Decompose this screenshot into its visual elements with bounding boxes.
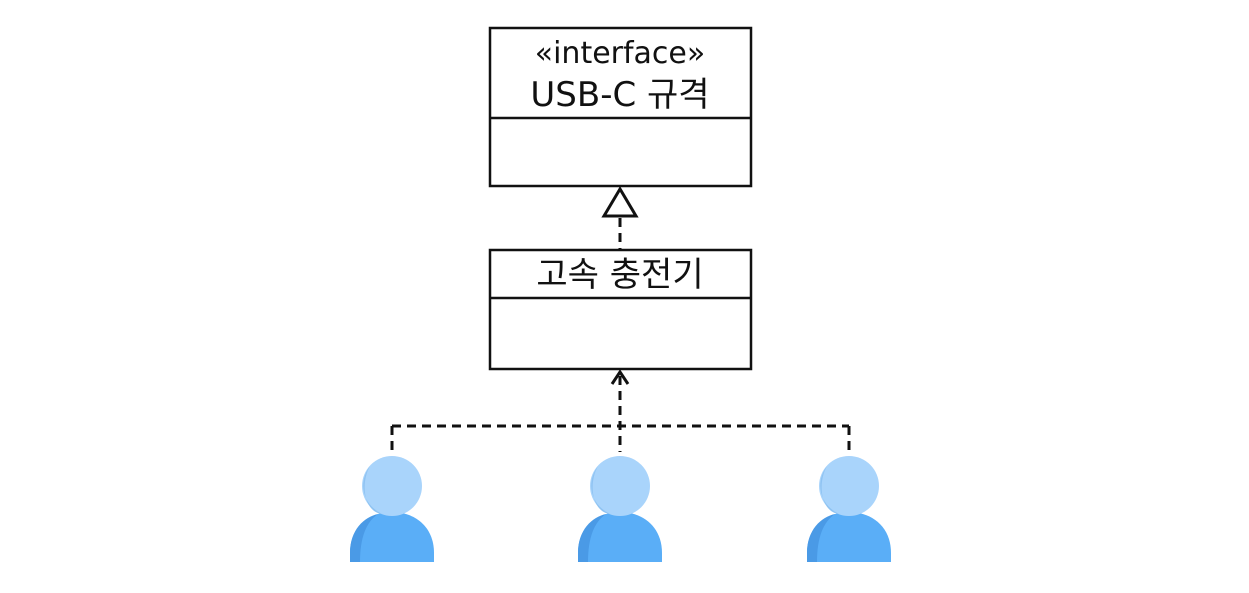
user-head-shade	[363, 466, 382, 514]
arrowhead-open	[610, 369, 630, 385]
user-head-shade	[820, 466, 839, 514]
user-body	[807, 512, 891, 562]
user-head-shade	[591, 466, 610, 514]
user-body-shade	[578, 514, 606, 562]
user-body	[350, 512, 434, 562]
user-icon	[807, 456, 891, 562]
hollow-triangle-arrowhead	[601, 186, 639, 218]
user-icon	[578, 456, 662, 562]
dependency-arrows	[390, 369, 851, 452]
class-box: 고속 충전기	[488, 248, 753, 371]
interface-stereotype: «interface»	[535, 36, 706, 71]
user-icon	[350, 456, 434, 562]
interface-box: «interface» USB-C 규격	[488, 26, 753, 188]
user-body	[578, 512, 662, 562]
realization-arrow	[601, 186, 639, 250]
user-body-shade	[350, 514, 378, 562]
user-head	[590, 456, 650, 516]
class-name: 고속 충전기	[536, 255, 703, 295]
user-body-shade	[807, 514, 835, 562]
user-head	[819, 456, 879, 516]
users	[350, 456, 891, 562]
interface-name: USB-C 규격	[530, 75, 709, 115]
user-head	[362, 456, 422, 516]
